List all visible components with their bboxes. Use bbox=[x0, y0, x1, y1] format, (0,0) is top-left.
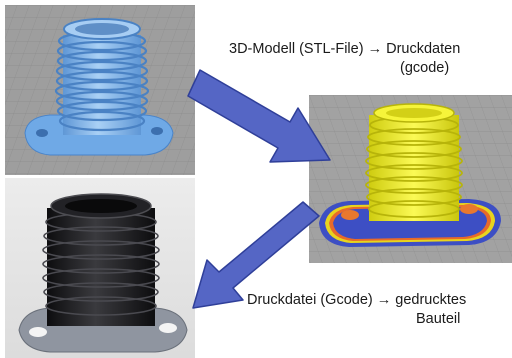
arrow-down-left-icon bbox=[192, 201, 320, 309]
caption-top-line-2: (gcode) bbox=[400, 60, 450, 76]
printed-part-photo bbox=[5, 178, 195, 358]
caption-stl-to-gcode: 3D-Modell (STL-File) → Druckdaten (gcode… bbox=[229, 40, 509, 78]
gcode-slice-preview bbox=[309, 95, 512, 263]
caption-bottom-line-2: Bauteil bbox=[416, 311, 461, 327]
caption-top-line-1: 3D-Modell (STL-File) → Druckdaten bbox=[229, 41, 461, 57]
caption-gcode-to-part: Druckdatei (Gcode) → gedrucktes Bauteil bbox=[247, 291, 512, 329]
stl-model-render bbox=[5, 5, 195, 175]
caption-bottom-line-1: Druckdatei (Gcode) → gedrucktes bbox=[247, 292, 467, 308]
arrow-down-right-icon bbox=[187, 69, 331, 163]
